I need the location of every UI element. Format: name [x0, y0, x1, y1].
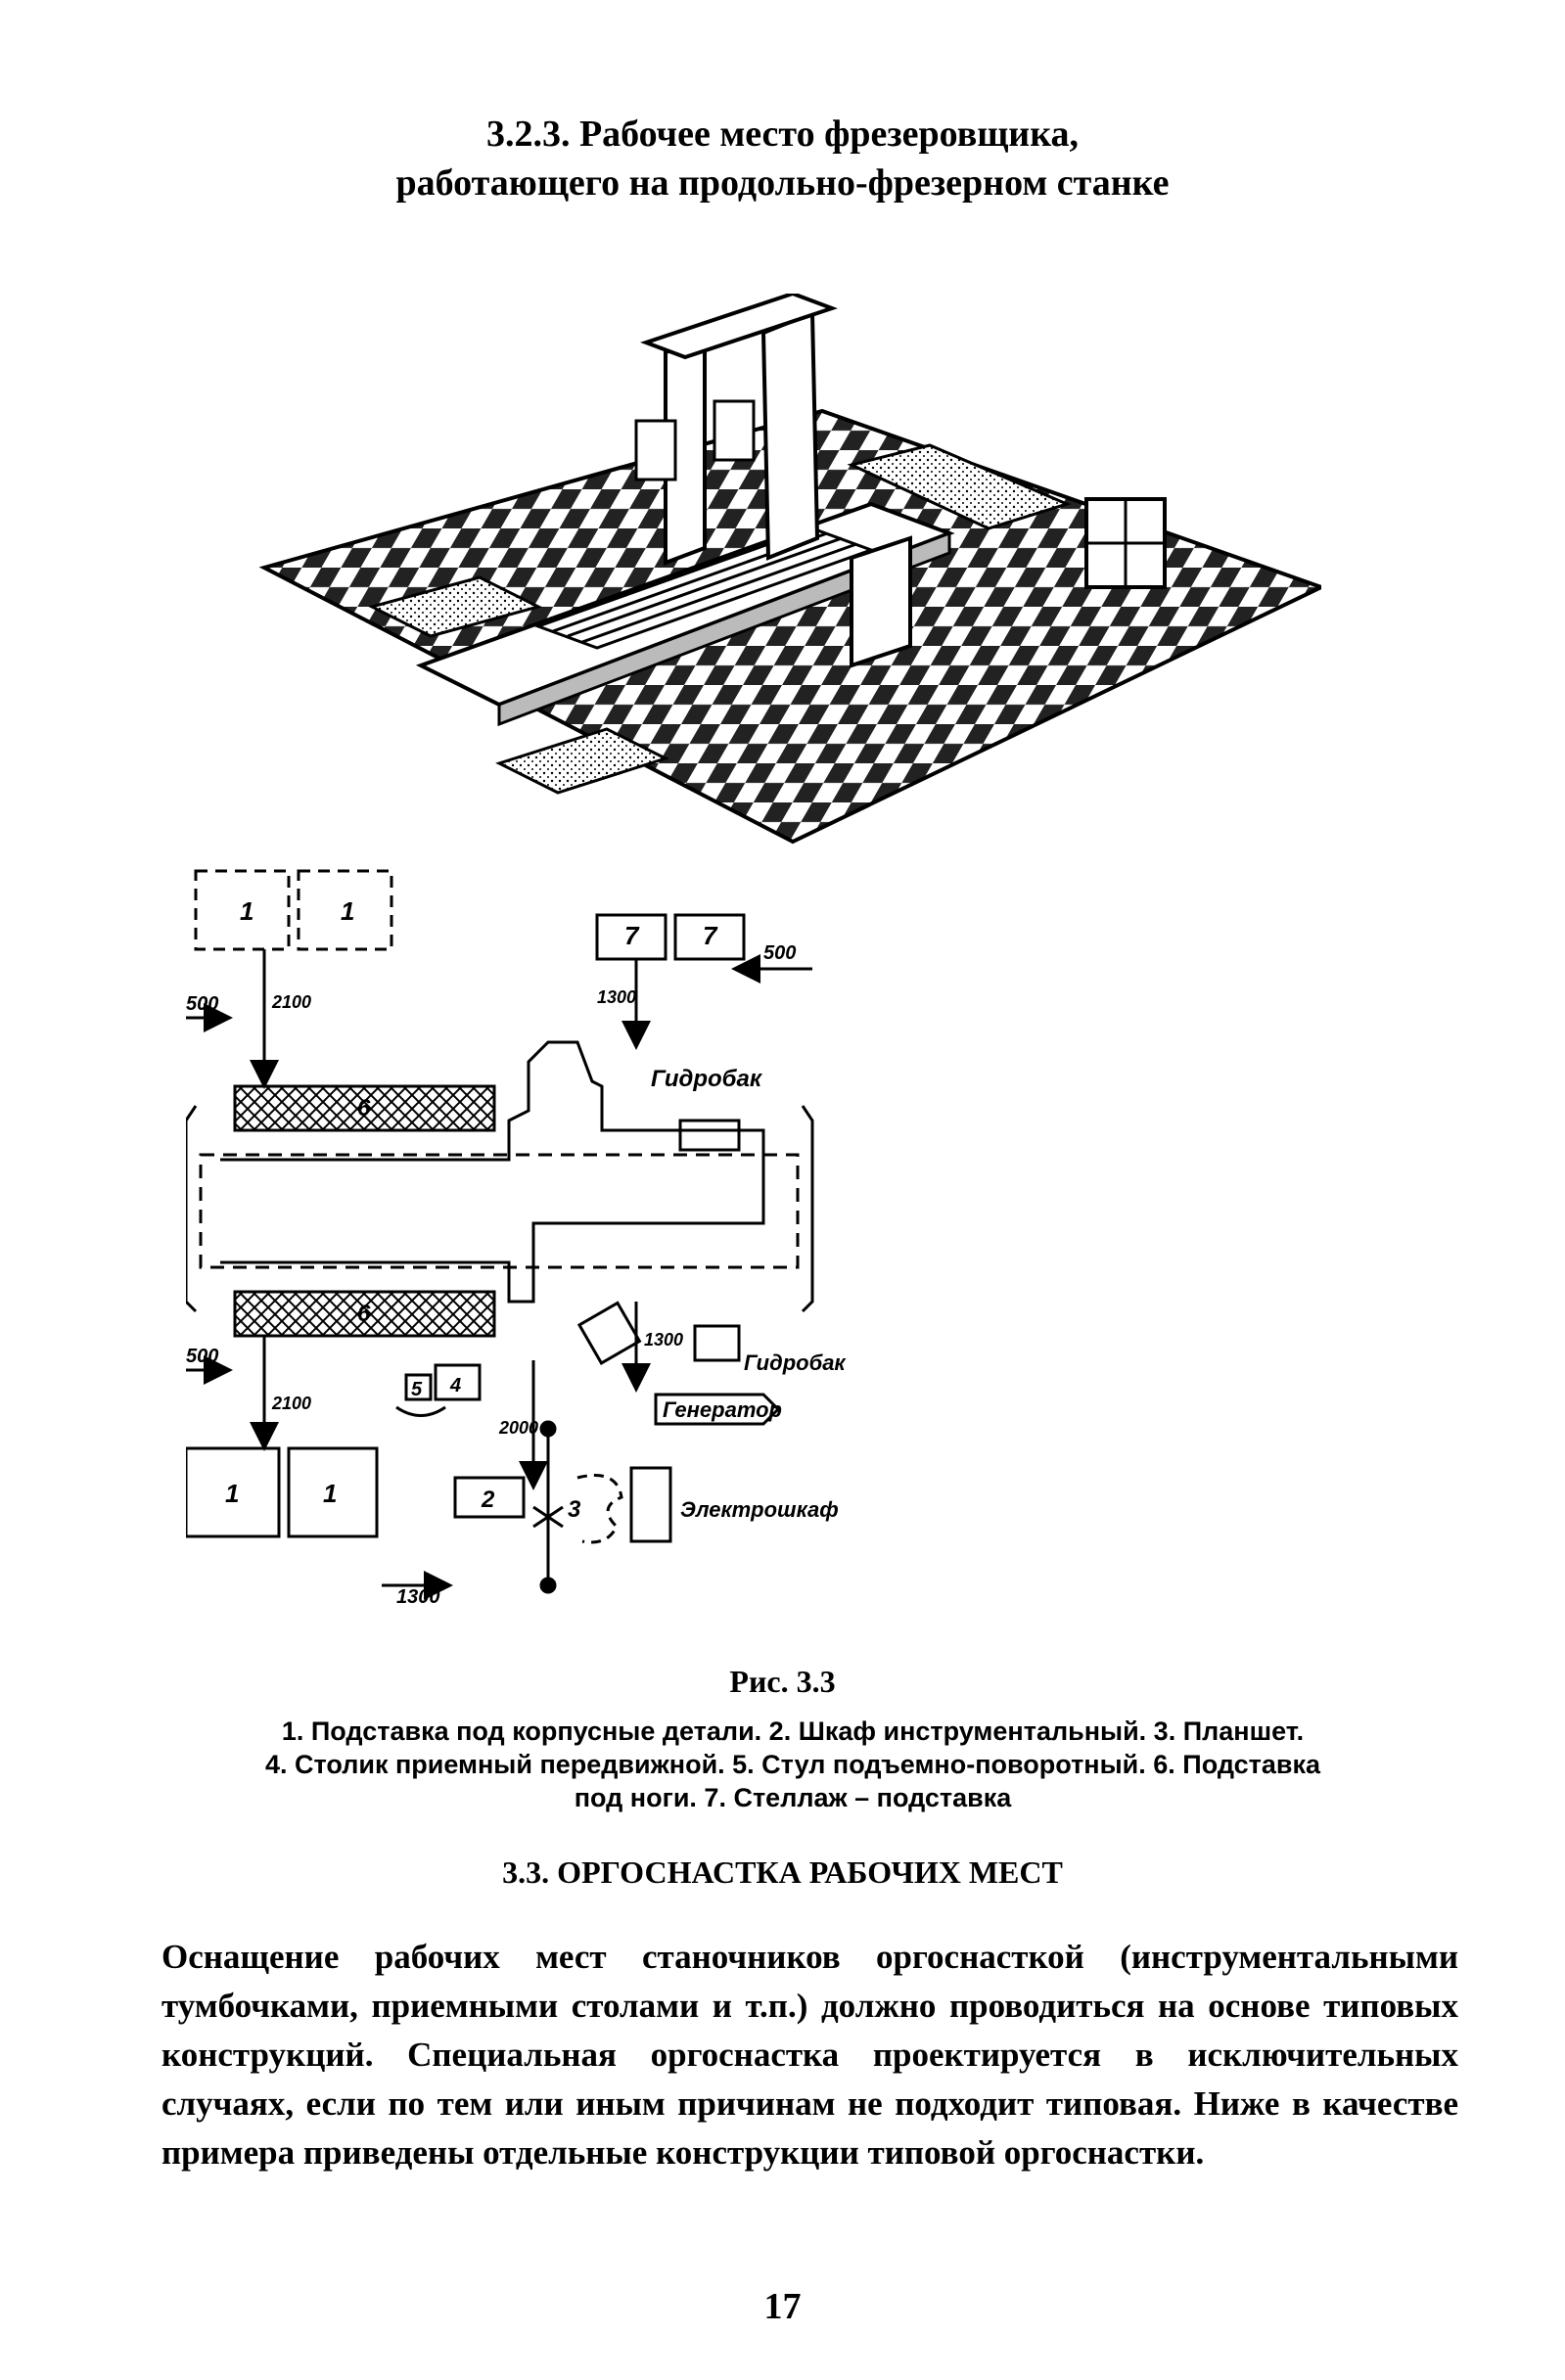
- label-1d: 1: [323, 1479, 337, 1508]
- title-line-1: 3.2.3. Рабочее место фрезеровщика,: [485, 114, 1080, 155]
- foot-stand-6-bottom: [233, 1290, 496, 1338]
- mat-1: [367, 575, 543, 638]
- label-7b: 7: [703, 921, 718, 950]
- label-4: 4: [449, 1375, 461, 1396]
- legend-line-3: под ноги. 7. Стеллаж – подставка: [574, 1783, 1012, 1812]
- label-7a: 7: [624, 921, 640, 950]
- legend-line-1: 1. Подставка под корпусные детали. 2. Шк…: [281, 1716, 1305, 1746]
- table-4: [434, 1363, 482, 1401]
- mat-2: [495, 727, 669, 795]
- dim-2000: 2000: [498, 1418, 538, 1438]
- hydro-tank-top: [678, 1119, 741, 1152]
- dim-500-a: 500: [186, 993, 218, 1015]
- stand-1-top-right: [297, 869, 393, 951]
- hydro-tank-bottom: [693, 1324, 741, 1362]
- label-2: 2: [481, 1487, 495, 1513]
- stand-1-top-left: [194, 869, 291, 951]
- stand-1-bottom-right: [287, 1446, 379, 1538]
- generator: [654, 1393, 781, 1426]
- label-3: 3: [568, 1496, 581, 1523]
- workplace-plan: 1 1 7 7 6 6 1 1 2 3 5 4 Гидробак Гидроба…: [186, 869, 847, 1608]
- label-6b: 6: [357, 1301, 371, 1327]
- legend-line-2: 4. Столик приемный передвижной. 5. Стул …: [264, 1750, 1320, 1779]
- electrical-cabinet: [629, 1466, 672, 1543]
- label-hydro-top: Гидробак: [651, 1066, 763, 1092]
- figure-caption: Рис. 3.3: [729, 1664, 836, 1699]
- label-hydro-bottom: Гидробак: [744, 1350, 847, 1375]
- label-1b: 1: [341, 896, 354, 926]
- title-line-2: работающего на продольно-фрезерном станк…: [395, 162, 1170, 204]
- dim-500-c: 500: [763, 942, 796, 964]
- rack-7-right: [673, 913, 746, 961]
- label-generator: Генератор: [663, 1397, 782, 1422]
- page-number: 17: [763, 2286, 802, 2327]
- isometric-machine-illustration: [258, 294, 1321, 845]
- figure-legend: 1. Подставка под корпусные детали. 2. Шк…: [201, 1715, 1385, 1814]
- mat-3: [847, 443, 1072, 530]
- label-1a: 1: [240, 896, 253, 926]
- dim-1300-b: 1300: [644, 1330, 683, 1350]
- label-5: 5: [411, 1379, 423, 1400]
- foot-stand-6-top: [233, 1084, 496, 1132]
- machine-outline: [220, 1040, 765, 1304]
- dim-2100-a: 2100: [271, 992, 311, 1012]
- page-title: 3.2.3. Рабочее место фрезеровщика, работ…: [0, 110, 1565, 207]
- portal-column-right: [760, 310, 820, 561]
- dim-2100-b: 2100: [271, 1394, 311, 1413]
- stand-1-bottom-left: [186, 1446, 281, 1538]
- dim-500-b: 500: [186, 1346, 218, 1367]
- portal-crossbeam: [640, 294, 838, 360]
- label-1c: 1: [225, 1479, 239, 1508]
- body-paragraph: Оснащение рабочих мест станочников оргос…: [161, 1938, 1458, 2172]
- label-electrical-cabinet: Электрошкаф: [680, 1497, 839, 1522]
- control-cabinet: [850, 535, 912, 668]
- rack-7-left: [595, 913, 667, 961]
- label-6a: 6: [357, 1095, 371, 1121]
- section-heading: 3.3. ОРГОСНАСТКА РАБОЧИХ МЕСТ: [502, 1854, 1063, 1890]
- chair-5: [404, 1373, 433, 1401]
- dim-1300-a: 1300: [597, 987, 636, 1007]
- tool-cabinet-2: [453, 1476, 526, 1519]
- bed-dashed: [199, 1153, 800, 1269]
- dim-1300-c: 1300: [396, 1586, 440, 1608]
